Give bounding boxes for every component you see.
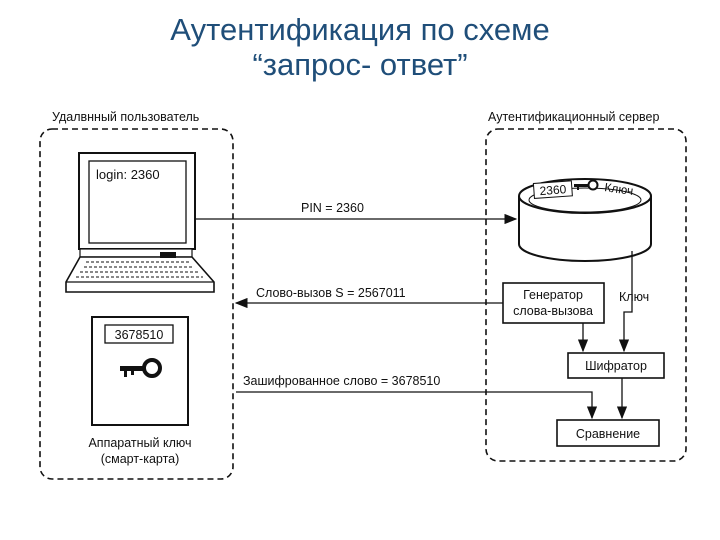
- database-icon: [518, 178, 652, 262]
- db-entry-id: 2360: [539, 182, 567, 198]
- db-key-icon: [574, 179, 599, 191]
- response-message: Зашифрованное слово = 3678510: [243, 374, 440, 388]
- challenge-message: Слово-вызов S = 2567011: [256, 286, 406, 300]
- server-frame: [485, 128, 687, 462]
- user-side-label: Удалвнный пользователь: [52, 110, 199, 124]
- key-icon: [120, 358, 162, 378]
- generator-box: [502, 282, 605, 324]
- cipher-label: Шифратор: [585, 359, 647, 373]
- slide-title-line1: Аутентификация по схеме: [170, 12, 550, 47]
- cipher-box: [567, 352, 665, 379]
- pin-message: PIN = 2360: [301, 201, 364, 215]
- server-side-label: Аутентификационный сервер: [488, 110, 660, 124]
- key-to-cipher-arrow: [618, 251, 633, 353]
- slide-title-line2: “запрос- ответ”: [252, 47, 468, 82]
- computer-icon: [65, 152, 215, 293]
- login-text: login: 2360: [96, 167, 160, 182]
- token-display-value: 3678510: [115, 328, 164, 342]
- user-frame: [39, 128, 234, 480]
- token-display: [104, 324, 174, 344]
- db-id-cell: [532, 180, 573, 199]
- generator-line1: Генератор: [523, 288, 583, 302]
- key-label: Ключ: [619, 290, 649, 304]
- response-arrow: [236, 391, 598, 420]
- db-entry-key: Ключ: [604, 180, 635, 198]
- compare-box: [556, 419, 660, 447]
- token-caption-line1: Аппаратный ключ: [88, 436, 191, 450]
- compare-label: Сравнение: [576, 427, 640, 441]
- token-caption-line2: (смарт-карта): [101, 452, 180, 466]
- generator-line2: слова-вызова: [513, 304, 593, 318]
